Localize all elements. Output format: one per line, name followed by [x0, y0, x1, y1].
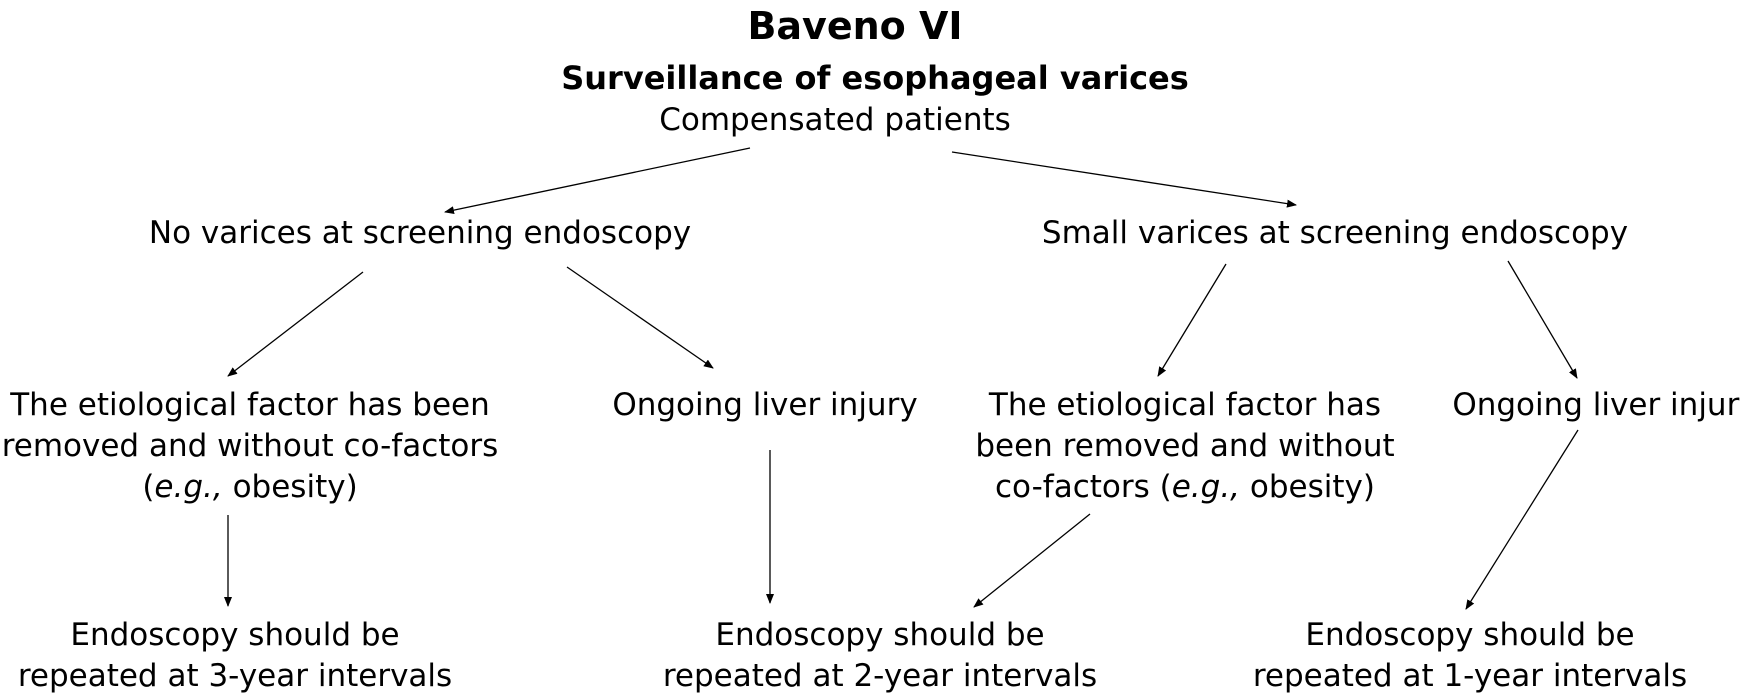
- node-line: repeated at 2-year intervals: [662, 658, 1098, 694]
- node-line-part: obesity): [1240, 469, 1375, 505]
- arrow-no-varices-to-no-removed: [227, 271, 364, 377]
- arrow-small-ongoing-to-out-1yr: [1465, 429, 1579, 610]
- node-line: co-factors (e.g., obesity): [955, 467, 1415, 508]
- node-outcome-3-year: Endoscopy should be repeated at 3-year i…: [0, 615, 470, 697]
- node-line: Endoscopy should be: [1305, 617, 1635, 653]
- node-line-part: (: [142, 469, 155, 505]
- node-line: (e.g., obesity): [0, 467, 500, 508]
- arrow-small-varices-to-small-removed: [1157, 263, 1227, 377]
- node-compensated-patients: Compensated patients: [659, 102, 1011, 138]
- node-line-italic: e.g.,: [1171, 469, 1241, 505]
- arrow-root-to-small-varices: [951, 151, 1297, 208]
- arrow-small-varices-to-small-ongoing: [1507, 260, 1578, 379]
- node-line: been removed and without: [975, 428, 1395, 464]
- node-line: The etiological factor has: [988, 387, 1382, 423]
- node-line-italic: e.g.,: [154, 469, 223, 505]
- arrow-no-varices-to-no-ongoing: [566, 266, 714, 369]
- node-no-varices-ongoing-injury: Ongoing liver injury: [612, 387, 918, 423]
- diagram-subtitle: Surveillance of esophageal varices: [561, 59, 1189, 97]
- node-outcome-1-year: Endoscopy should be repeated at 1-year i…: [1230, 615, 1710, 697]
- node-line: removed and without co-factors: [1, 428, 499, 464]
- node-small-varices-factor-removed: The etiological factor has been removed …: [955, 385, 1415, 508]
- node-line: The etiological factor has been: [10, 387, 490, 423]
- node-line: Endoscopy should be: [715, 617, 1045, 653]
- node-outcome-2-year: Endoscopy should be repeated at 2-year i…: [640, 615, 1120, 697]
- arrow-small-removed-to-out-2yr: [973, 513, 1091, 608]
- node-line: repeated at 3-year intervals: [17, 658, 453, 694]
- node-line-part: obesity): [222, 469, 358, 505]
- node-line-part: co-factors (: [995, 469, 1172, 505]
- node-line: repeated at 1-year intervals: [1252, 658, 1688, 694]
- node-no-varices: No varices at screening endoscopy: [148, 215, 692, 251]
- arrow-root-to-no-varices: [444, 147, 751, 215]
- node-no-varices-factor-removed: The etiological factor has been removed …: [0, 385, 500, 508]
- node-line: Endoscopy should be: [70, 617, 400, 653]
- node-small-varices-ongoing-injury: Ongoing liver injury: [1452, 387, 1740, 423]
- diagram-title: Baveno VI: [747, 4, 963, 48]
- node-small-varices: Small varices at screening endoscopy: [1041, 215, 1629, 251]
